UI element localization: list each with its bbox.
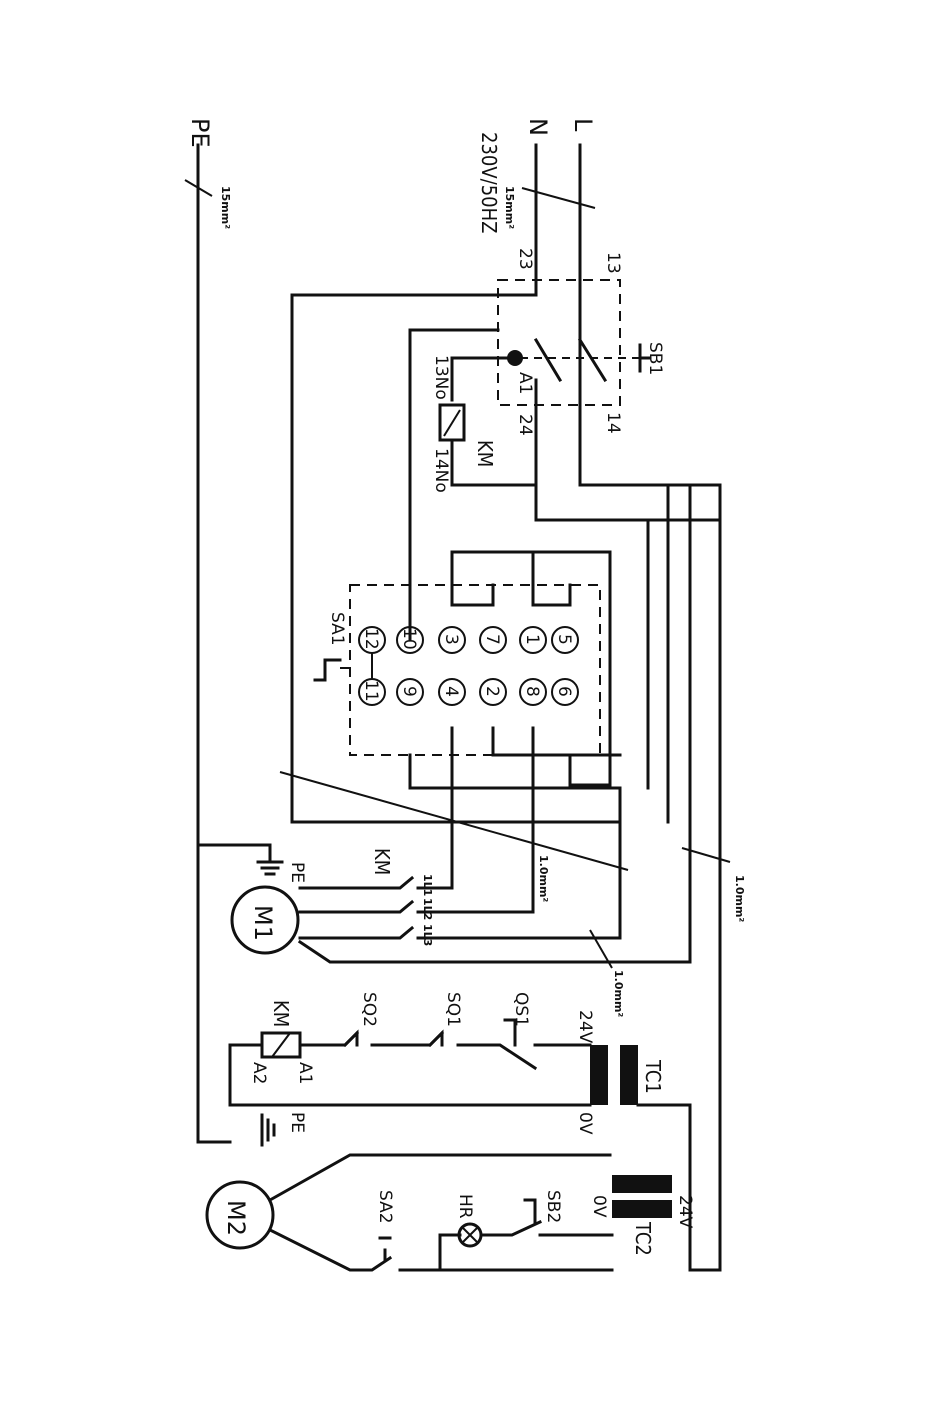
sq1-contact-icon [430,1033,442,1045]
km-coil-label: KM [269,1000,293,1027]
control-earth-icon [262,1115,274,1145]
hr-feed [440,1235,460,1270]
m1-cross-section-a: 1.0mm² [537,855,550,902]
sb1-contact-23-24 [536,340,560,380]
control-earth-label: PE [287,1112,307,1133]
sb1-terminal-14: 14 [603,412,623,434]
neutral-slash [522,188,595,208]
sa1-contact-label: 12 [361,628,381,650]
sb2-operator-icon [525,1200,535,1222]
sq2-contact-icon [345,1033,357,1045]
sb1-no-out-label: 14No [431,448,451,493]
voltage-label: 230V/50HZ [477,132,501,233]
sa1-contact-label: 2 [482,686,502,697]
sa2-label: SA2 [375,1190,395,1224]
sb1-no-in-label: 13No [431,355,451,400]
m1-labels: M1 KM PE 1L1 1L2 1L3 1.0mm² 1.0mm² 1.0mm… [249,848,746,1017]
m2-motor-label: M2 [222,1200,250,1236]
sb1-contact-out [536,380,720,520]
tc1-label: TC1 [641,1059,665,1094]
sa1-contact-row-right [359,679,578,705]
sa1-labels: SA1 5 1 7 3 10 12 6 8 2 4 9 11 [327,612,574,702]
sb1-label: SB1 [645,342,665,375]
m1-earth-label: PE [287,862,307,883]
tc1-secondary-core [620,1045,638,1105]
line-label: L [569,118,597,132]
m1-contact-label: 1L3 [421,924,434,946]
sa2-operator-icon [380,1238,390,1260]
km-coil-a2-label: A2 [249,1062,269,1084]
sa1-contact-label: 6 [554,686,574,697]
m1-cross-section-b: 1.0mm² [733,875,746,922]
sb1-lamp-terminal-label: A1 [515,372,535,394]
sa1-contact-label: 10 [399,628,419,650]
sa1-bridge-top-c [533,552,570,605]
m2-labels: M2 SA2 HR SB2 TC2 24V 0V [222,1190,695,1256]
tc2-secondary-core [612,1200,672,1218]
tc1-zero-label: 0V [575,1112,595,1135]
sb1-terminal-23: 23 [515,248,535,270]
tc2-primary-core [612,1175,672,1193]
sb1-lamp-feed [452,358,515,400]
m1-return [300,485,690,962]
m1-cross-section-c: 1.0mm² [612,970,625,1017]
sa1-operator-icon [315,660,340,680]
m1-earth-feed [198,845,270,862]
tc2-label: TC2 [631,1221,655,1256]
tc2-secondary-label: 24V [675,1195,695,1229]
earth-conductor [198,145,230,1142]
sb1-terminal-13: 13 [603,252,623,274]
tc1-primary-core [590,1045,608,1105]
hr-label: HR [455,1194,475,1219]
sa1-bridge-top-b [452,585,493,605]
supply-wires [185,145,720,1270]
qs1-label: QS1 [511,992,531,1027]
sa1-contact-label: 3 [441,634,461,645]
sq1-label: SQ1 [443,992,463,1027]
earth-cross-section: 15mm² [219,186,232,229]
sb1-labels: SB1 13 14 23 24 A1 13No 14No KM [431,248,665,493]
neutral-label: N [524,118,552,136]
sa1-contact-label: 11 [361,680,381,702]
m1-motor-label: M1 [249,905,277,941]
km-relay-coil-slash [444,410,460,436]
earth-label: PE [186,118,214,148]
sa1-contact-label: 5 [554,634,574,645]
m1-contact-label: 1L1 [421,874,434,896]
km-coil-a1-label: A1 [295,1062,315,1084]
m1-phase-c [300,788,620,938]
sa1-contact-label: 1 [522,634,542,645]
sa1-contact-label: 9 [399,686,419,697]
sa1-feed-right [648,485,668,822]
sb1-contact-13-14 [580,340,605,380]
tc1-secondary-label: 24V [575,1010,595,1044]
m1-earth-icon [258,862,282,874]
sa1-enclosure [350,585,600,755]
km-relay-label: KM [473,440,497,467]
m1-contactor-label: KM [370,848,394,875]
sa1-bridge-top-a [452,552,610,785]
tc2-zero-label: 0V [589,1195,609,1218]
sa1-contact-row-left [359,627,578,653]
sq2-label: SQ2 [359,992,379,1027]
sb1-terminal-24: 24 [515,414,535,436]
sa1-contact-label: 8 [522,686,542,697]
m1-circuit [198,485,730,968]
m1-phase-b [300,902,533,912]
m1-contact-label: 1L2 [421,898,434,920]
sa1-label: SA1 [327,612,347,646]
neutral-cross-section: 15mm² [503,186,516,229]
sa1-contact-label: 7 [482,634,502,645]
hr-lamp-cross [462,1227,478,1243]
sa1-contact-label: 4 [441,686,461,697]
sb2-label: SB2 [543,1190,563,1223]
sb2-contact [481,1222,612,1235]
